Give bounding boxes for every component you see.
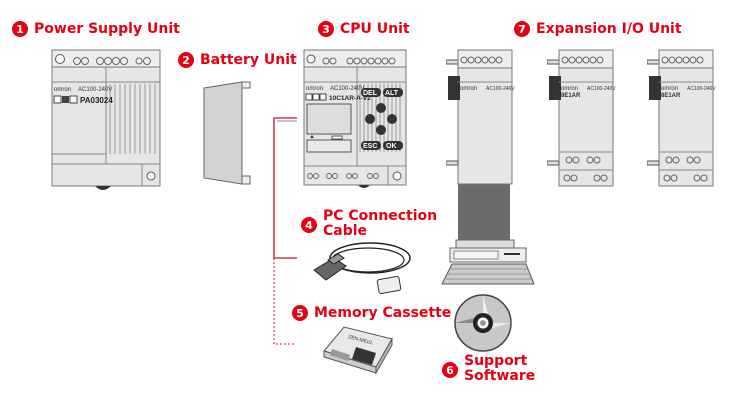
del-key-label: DEL	[363, 90, 378, 97]
cpu-unit-image: omron AC100-240V 10C1AR-A-V2 DEL ALT ESC…	[303, 49, 407, 188]
voltage-text: AC100-240V	[486, 86, 515, 92]
brand-text: omron	[460, 86, 477, 92]
cable-connection-line	[273, 117, 297, 259]
number-badge: 1	[12, 21, 28, 37]
number-badge: 4	[301, 217, 317, 233]
label-text: Memory Cassette	[314, 305, 452, 321]
power-supply-unit-image: omron AC100-240V PA03024	[51, 49, 161, 190]
up-arrow-key	[376, 103, 386, 113]
esc-key-label: ESC	[363, 143, 377, 150]
voltage-text: AC100-240V	[78, 87, 112, 93]
memory-connection-line	[273, 258, 296, 345]
voltage-text: AC100-240V	[330, 86, 364, 92]
brand-text: omron	[561, 86, 578, 92]
label-memory-cassette: 5 Memory Cassette	[292, 305, 452, 321]
support-software-cd-image	[454, 294, 512, 352]
brand-text: omron	[661, 86, 678, 92]
model-text: 8E1AR	[661, 93, 681, 99]
label-text: Expansion I/O Unit	[536, 21, 682, 37]
expansion-io-unit-image-1: omron AC100-240V	[446, 49, 515, 185]
expansion-io-unit-image-3: omron AC100-240V 8E1AR	[647, 49, 716, 187]
brand-text: omron	[54, 87, 71, 93]
label-pc-connection-cable: 4 PC Connection Cable	[301, 209, 437, 239]
model-text: PA03024	[80, 96, 113, 105]
ok-key	[383, 141, 403, 150]
label-text: Power Supply Unit	[34, 21, 180, 37]
voltage-text: AC100-240V	[587, 86, 616, 92]
esc-key	[361, 141, 381, 150]
number-badge: 5	[292, 305, 308, 321]
number-badge: 3	[318, 21, 334, 37]
label-text: CPU Unit	[340, 21, 410, 37]
memory-cassette-image: ZEN-ME01	[323, 326, 393, 375]
model-text: 8E1AR	[561, 93, 581, 99]
label-text: Support Software	[464, 353, 536, 384]
brand-text: omron	[306, 86, 323, 92]
label-cpu-unit: 3 CPU Unit	[318, 21, 410, 37]
voltage-text: AC100-240V	[687, 86, 716, 92]
label-text: PC Connection Cable	[323, 208, 438, 239]
alt-key	[383, 88, 403, 97]
number-badge: 2	[178, 52, 194, 68]
expansion-io-unit-image-2: omron AC100-240V 8E1AR	[547, 49, 616, 187]
battery-unit-image	[203, 81, 251, 185]
label-expansion-io-unit: 7 Expansion I/O Unit	[514, 21, 682, 37]
label-power-supply-unit: 1 Power Supply Unit	[12, 21, 180, 37]
right-arrow-key	[387, 114, 397, 124]
model-text: 10C1AR-A-V2	[329, 95, 371, 102]
label-battery-unit: 2 Battery Unit	[178, 52, 297, 68]
ok-key-label: OK	[386, 143, 397, 150]
pc-connection-cable-image	[313, 242, 411, 294]
del-key	[361, 88, 381, 97]
left-arrow-key	[365, 114, 375, 124]
down-arrow-key	[376, 125, 386, 135]
number-badge: 6	[442, 362, 458, 378]
number-badge: 7	[514, 21, 530, 37]
alt-key-label: ALT	[385, 90, 399, 97]
label-text: Battery Unit	[200, 52, 297, 68]
label-support-software: 6 Support Software	[442, 354, 535, 384]
